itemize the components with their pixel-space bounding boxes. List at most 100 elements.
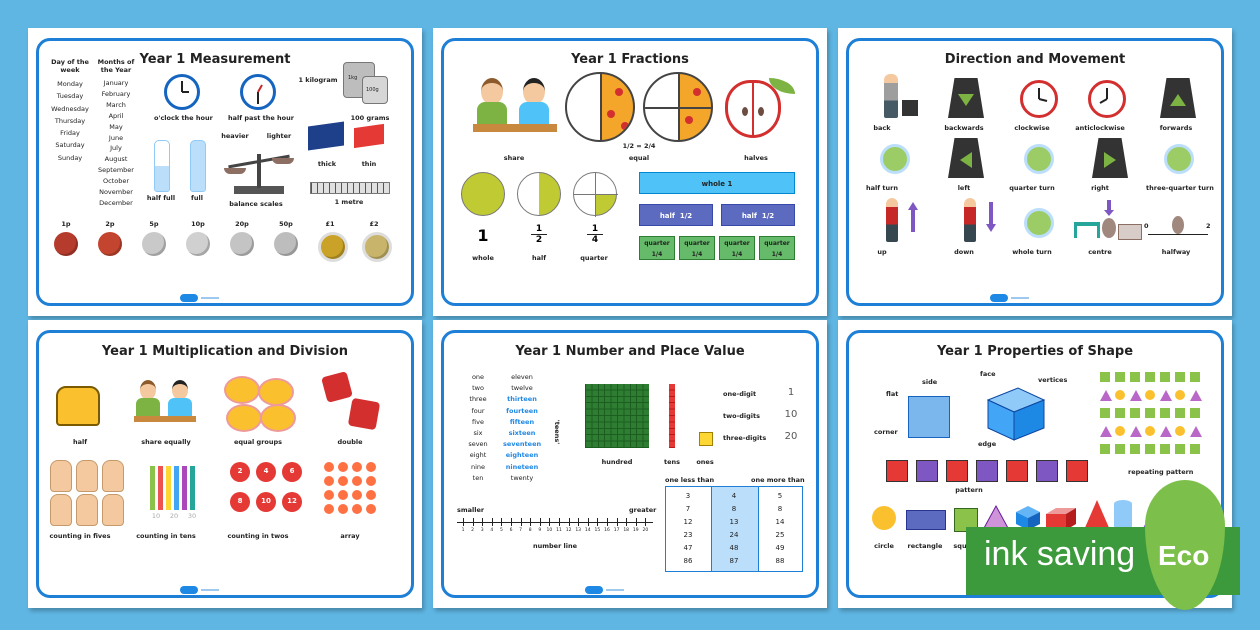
table-cell: 4 (731, 492, 737, 500)
teens-word: sixteen (508, 429, 536, 438)
direction-label: anticlockwise (1075, 124, 1125, 132)
half-denominator: 2 (535, 235, 543, 245)
array-dot (338, 462, 348, 472)
number-line-tick-label: 3 (480, 528, 484, 533)
direction-label: three-quarter turn (1146, 184, 1214, 192)
array-dot (366, 476, 376, 486)
table-cell: 25 (775, 531, 785, 539)
pattern-square (1115, 372, 1125, 382)
array-dot (352, 476, 362, 486)
box-centre-icon (1118, 224, 1142, 240)
halfway-line (1148, 234, 1208, 235)
array-dot (324, 476, 334, 486)
quarter-bar-name: quarter (644, 240, 670, 247)
pattern-circle (1115, 426, 1125, 436)
month-item: February (101, 89, 131, 98)
number-line-tick-label: 1 (461, 528, 465, 533)
number-line-caption: number line (533, 542, 578, 550)
number-line-tick (645, 518, 647, 526)
share-label: share (503, 154, 525, 162)
quarter-turn-icon (1024, 144, 1054, 174)
number-line-tick (539, 518, 541, 526)
array-dot (352, 462, 362, 472)
centre-arrow-icon (1104, 200, 1114, 216)
table-cell: 8 (731, 505, 737, 513)
apple-number: 12 (287, 497, 297, 505)
quarter-numerator: 1 (591, 224, 599, 234)
triangle-shape-icon (983, 504, 1009, 529)
coin-label: £1 (325, 220, 335, 228)
apple-number: 8 (237, 497, 243, 505)
children-sharing-icon (473, 76, 557, 146)
greater-label: greater (629, 506, 657, 514)
apple-number: 10 (261, 497, 271, 505)
pattern-square (916, 460, 938, 482)
table-cell: 3 (685, 492, 691, 500)
pattern-square (1130, 372, 1140, 382)
flat-label: flat (886, 390, 899, 398)
apple-icon: 4 (256, 462, 276, 482)
right-triangle-icon (1104, 152, 1116, 168)
number-line-tick-label: 15 (594, 528, 601, 533)
one-more-header: one more than (751, 476, 805, 484)
thin-book-icon (354, 123, 384, 149)
pattern-square (1160, 372, 1170, 382)
coin-label: 50p (279, 220, 293, 228)
hand-icon (102, 460, 124, 492)
array-dot (324, 504, 334, 514)
corner-label: corner (874, 428, 898, 436)
half-bar: half 1/2 (639, 204, 713, 226)
pattern-square (886, 460, 908, 482)
balance-scales-icon (224, 146, 294, 194)
whole-bar: whole 1 (639, 172, 795, 194)
months-header: Months of the Year (97, 58, 135, 74)
fractions-title: Year 1 Fractions (571, 52, 689, 67)
coin-label: 5p (149, 220, 159, 228)
left-triangle-icon (960, 152, 972, 168)
one-less-header: one less than (665, 476, 715, 484)
multiplication-label: share equally (141, 438, 191, 446)
table-cell: 86 (683, 557, 693, 565)
teens-word: twelve (511, 384, 533, 393)
g-weight-text: 100g (366, 87, 379, 93)
side-label: side (922, 378, 938, 386)
repeating-pattern-label: repeating pattern (1128, 468, 1194, 476)
number-line-tick (511, 518, 512, 526)
teens-word: fourteen (506, 406, 538, 415)
apple-halves-icon (725, 80, 781, 138)
hand-icon (76, 494, 98, 526)
month-item: March (106, 100, 126, 109)
pattern-square (1145, 372, 1155, 382)
pattern-square (1100, 408, 1110, 418)
halfway-tick: 0 (1144, 222, 1149, 230)
circle-label: circle (874, 542, 894, 550)
multiplication-label: double (337, 438, 363, 446)
pattern-square (1175, 372, 1185, 382)
pattern-triangle (1130, 390, 1142, 401)
number-line-tick-label: 17 (613, 528, 620, 533)
teens-word: twenty (510, 473, 534, 482)
ones-word: ten (472, 473, 484, 482)
day-item: Saturday (55, 141, 85, 150)
heavier-label: heavier (221, 132, 249, 140)
number-line-tick (597, 518, 599, 526)
ten-rod (182, 466, 187, 510)
oclock-label: o'clock the hour (154, 114, 213, 122)
pattern-square (946, 460, 968, 482)
coin-icon (98, 232, 122, 256)
month-item: December (99, 198, 133, 207)
half-bar-name: half (659, 212, 675, 220)
pattern-square (1115, 408, 1125, 418)
rectangle-shape-icon (906, 510, 946, 530)
digit-label: one-digit (723, 390, 757, 398)
number-line-tick (587, 518, 589, 526)
pattern-triangle (1100, 390, 1112, 401)
pattern-square (1130, 408, 1140, 418)
quarter-bar-name: quarter (764, 240, 790, 247)
array-dot (366, 462, 376, 472)
pattern-square (1130, 444, 1140, 454)
halfway-tick: 2 (1206, 222, 1211, 230)
cube-shape-icon (1016, 506, 1040, 530)
number-line-tick-label: 19 (632, 528, 639, 533)
